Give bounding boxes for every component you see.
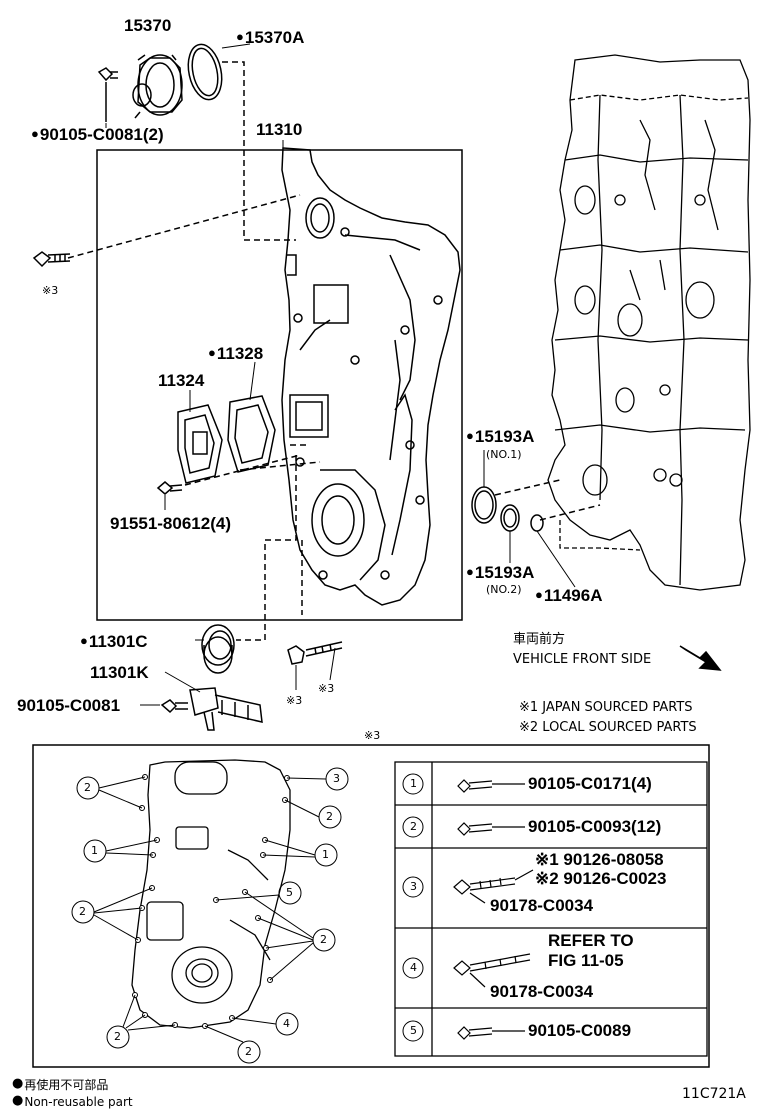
nut-stud-drawing (287, 641, 343, 665)
table-row-num: 1 (410, 777, 417, 790)
label-11301K: 11301K (90, 663, 149, 682)
label-15193A-no2: 15193A (466, 564, 535, 581)
label-no2: (NO.2) (486, 583, 522, 596)
bolt-91551-drawing (156, 481, 183, 495)
front-arrow (679, 645, 722, 671)
direction-jp: 車両前方 (513, 632, 566, 647)
gasket-11324-drawing (177, 404, 223, 484)
callout-2: 2 (245, 1045, 252, 1058)
label-11324: 11324 (158, 371, 205, 390)
label-15370A: 15370A (236, 29, 305, 46)
callout-2: 2 (326, 810, 333, 823)
engine-block-drawing (547, 54, 751, 591)
table-row-num: 3 (410, 880, 417, 893)
detail-title: ※3 (364, 729, 381, 742)
label-no1: (NO.1) (486, 448, 522, 461)
assembly-frame (96, 149, 463, 621)
label-ref3-stud: ※3 (318, 682, 335, 695)
table-row-part: 90105-C0089 (528, 1021, 632, 1040)
table-row-part: REFER TO (548, 931, 634, 950)
legend-jp: 再使用不可部品 (12, 1077, 108, 1091)
label-90105-c0081: 90105-C0081 (17, 696, 121, 715)
water-pump-drawing (132, 54, 183, 119)
note-local-sourced: ※2 LOCAL SOURCED PARTS (519, 720, 697, 735)
table-bolt-icons (453, 779, 534, 1040)
table-row-part: 90105-C0171(4) (528, 774, 652, 793)
table-row-part: ※2 90126-C0023 (535, 869, 667, 888)
callout-3: 3 (333, 772, 340, 785)
detail-cover-drawing (131, 759, 291, 1029)
direction-en: VEHICLE FRONT SIDE (513, 652, 652, 667)
callout-4: 4 (283, 1017, 290, 1030)
callout-2: 2 (114, 1030, 121, 1043)
sensor-drawing (189, 687, 263, 731)
callout-2: 2 (79, 905, 86, 918)
callout-2: 2 (320, 933, 327, 946)
label-90105-c0081-2: 90105-C0081(2) (31, 126, 164, 143)
label-11328: 11328 (208, 345, 263, 362)
label-11310: 11310 (256, 120, 303, 139)
label-15370: 15370 (124, 16, 172, 35)
note-japan-sourced: ※1 JAPAN SOURCED PARTS (519, 700, 693, 715)
table-row-part: ※1 90126-08058 (535, 850, 664, 869)
table-row-part: 90178-C0034 (490, 896, 594, 915)
callout-5: 5 (286, 886, 293, 899)
detail-frame (32, 744, 710, 1068)
callout-2: 2 (84, 781, 91, 794)
bolt-90105-c0081-drawing (160, 699, 188, 714)
figure-code: 11C721A (682, 1086, 746, 1102)
label-11496A: 11496A (535, 587, 603, 604)
table-row-part: FIG 11-05 (548, 951, 624, 970)
bolt-table (394, 761, 708, 1057)
table-row-part: 90105-C0093(12) (528, 817, 662, 836)
table-row-part: 90178-C0034 (490, 982, 594, 1001)
label-ref3-left: ※3 (42, 284, 59, 297)
legend-en: Non-reusable part (12, 1094, 132, 1108)
label-ref3-nut: ※3 (286, 694, 303, 707)
label-11301C: 11301C (80, 633, 148, 650)
o-ring-15370A (187, 43, 223, 101)
table-row-num: 5 (410, 1024, 417, 1037)
table-row-num: 4 (410, 961, 417, 974)
table-row-num: 2 (410, 820, 417, 833)
oil-seal-drawing (201, 624, 235, 674)
label-91551: 91551-80612(4) (110, 514, 231, 533)
label-15193A-no1: 15193A (466, 428, 535, 445)
gasket-11328-drawing (227, 395, 276, 473)
pump-bolt-drawing (97, 67, 118, 122)
gasket-11496A (530, 514, 544, 532)
callout-1: 1 (91, 844, 98, 857)
left-bolt-drawing (32, 251, 71, 268)
callout-1: 1 (322, 848, 329, 861)
timing-cover-drawing (281, 147, 461, 606)
